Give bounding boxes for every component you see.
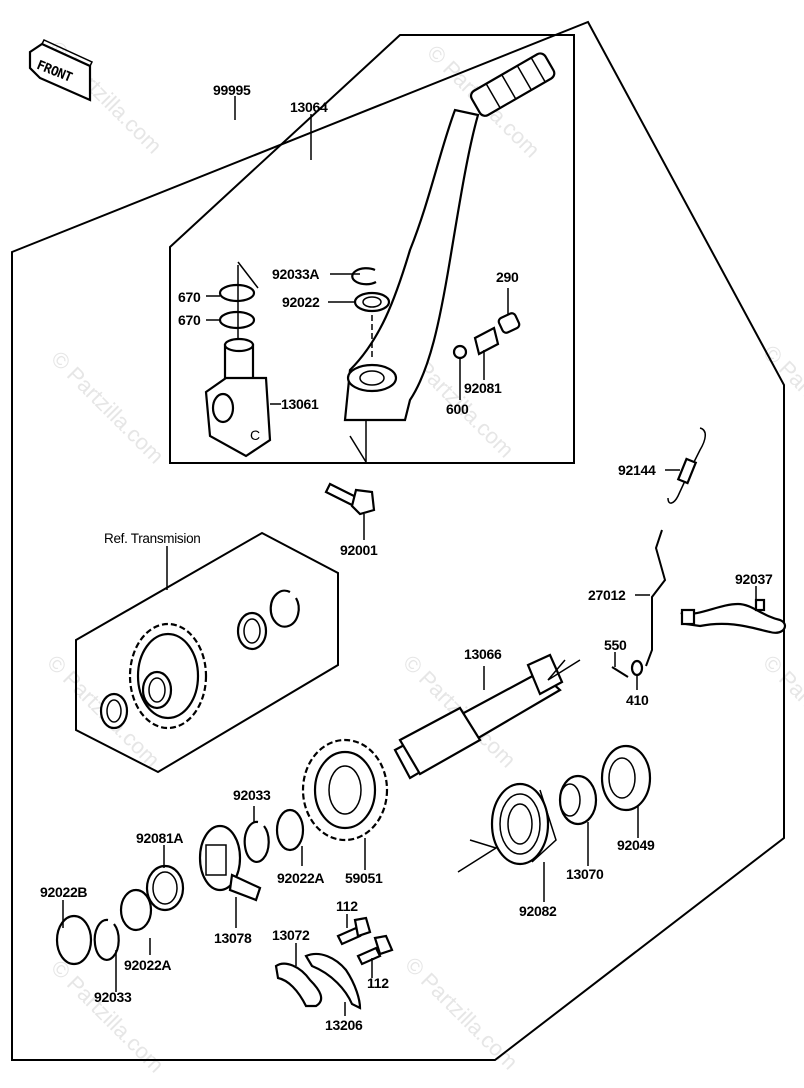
callout-112-lower[interactable]: 112: [367, 975, 389, 991]
callout-112-upper[interactable]: 112: [336, 898, 358, 914]
trans-washer-left: [99, 692, 129, 730]
washer-92022b: [55, 914, 93, 966]
callout-670-upper[interactable]: 670: [178, 289, 201, 305]
callout-13206[interactable]: 13206: [325, 1017, 363, 1033]
kick-shaft-13066: [393, 653, 581, 780]
reference-transmission-label: Ref. Transmision: [104, 531, 201, 546]
transmission-gear: [128, 622, 208, 730]
callout-92144[interactable]: 92144: [618, 462, 656, 478]
oring-670-lower: [218, 310, 256, 330]
callout-290[interactable]: 290: [496, 269, 519, 285]
circlip-92033-mid: [243, 820, 270, 863]
callout-92037[interactable]: 92037: [735, 571, 773, 587]
kick-spring-92082: [457, 782, 557, 902]
cotter-pin-550: [611, 666, 629, 678]
oil-seal-92049: [600, 744, 652, 838]
washer-92022a-upper: [275, 808, 305, 852]
callout-600[interactable]: 600: [446, 401, 469, 417]
assembly-outer-border: [11, 20, 785, 1061]
trans-circlip: [269, 589, 300, 628]
bolt-92001: [324, 482, 376, 540]
stopper-plate-13206: [304, 952, 362, 1010]
callout-550[interactable]: 550: [604, 637, 627, 653]
circlip-92033a: [351, 267, 377, 286]
callout-92049[interactable]: 92049: [617, 837, 655, 853]
callout-92033a[interactable]: 92033A: [272, 266, 320, 282]
callout-27012[interactable]: 27012: [588, 587, 626, 603]
callout-59051[interactable]: 59051: [345, 870, 383, 886]
oring-670-upper: [218, 283, 256, 303]
trans-washer-mid: [236, 611, 268, 651]
callout-92022[interactable]: 92022: [282, 294, 320, 310]
callout-92022a-lower[interactable]: 92022A: [124, 957, 172, 973]
bushing-13070: [558, 774, 598, 866]
washer-92022a-lower: [119, 888, 153, 932]
callout-13078[interactable]: 13078: [214, 930, 252, 946]
washer-92022: [353, 291, 391, 313]
callout-92081[interactable]: 92081: [464, 380, 502, 396]
kick-pedal: [343, 52, 556, 463]
return-spring-92144: [665, 427, 706, 504]
bracket-92037: [680, 586, 787, 634]
detent-parts: [452, 288, 521, 400]
callout-92082[interactable]: 92082: [519, 903, 557, 919]
callout-92022a-upper[interactable]: 92022A: [277, 870, 325, 886]
bolt-112-upper: [336, 914, 372, 946]
pedal-assembly-border: [169, 34, 575, 464]
kick-gear-59051: [301, 738, 389, 870]
callout-92033-lower[interactable]: 92033: [94, 989, 132, 1005]
front-arrow-icon: [28, 39, 94, 102]
callout-99995[interactable]: 99995: [213, 82, 251, 98]
guide-plate-13072: [274, 962, 323, 1008]
bolt-112-lower: [356, 934, 394, 978]
svg-text:C: C: [250, 427, 260, 443]
pedal-boss-13061: C: [204, 337, 281, 458]
callout-92022b[interactable]: 92022B: [40, 884, 88, 900]
callout-13066[interactable]: 13066: [464, 646, 502, 662]
callout-92001[interactable]: 92001: [340, 542, 378, 558]
callout-670-lower[interactable]: 670: [178, 312, 201, 328]
rod-27012: [645, 529, 667, 667]
callout-13064[interactable]: 13064: [290, 99, 328, 115]
callout-13061[interactable]: 13061: [281, 396, 319, 412]
callout-13070[interactable]: 13070: [566, 866, 604, 882]
ratchet-13078: [198, 824, 262, 928]
circlip-92033-lower: [93, 918, 120, 961]
transmission-ref-box: [75, 531, 339, 774]
washer-410: [630, 659, 644, 677]
callout-92033-mid[interactable]: 92033: [233, 787, 271, 803]
callout-92081a[interactable]: 92081A: [136, 830, 184, 846]
callout-13072[interactable]: 13072: [272, 927, 310, 943]
callout-410[interactable]: 410: [626, 692, 649, 708]
